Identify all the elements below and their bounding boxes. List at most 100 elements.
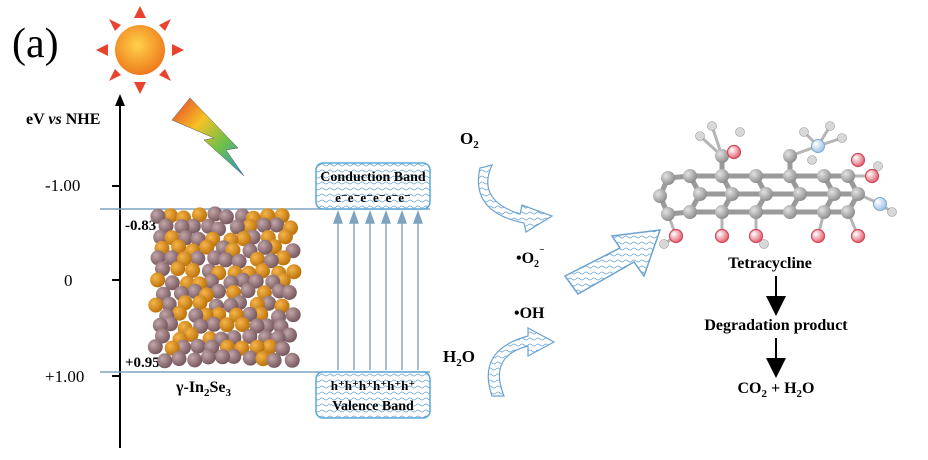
carbon-atom [783, 205, 797, 219]
nitrogen-atom [873, 197, 887, 211]
degradation-label: Degradation product [704, 317, 848, 334]
energy-axis-arrow-icon [115, 94, 125, 106]
carbon-atom [683, 205, 697, 219]
crystal-atom [256, 217, 272, 233]
conduction-band-box [315, 162, 431, 210]
carbon-atom [759, 187, 773, 201]
cb-potential: -0.83 [125, 218, 156, 234]
oxygen-atom [726, 144, 742, 160]
carbon-atom [841, 169, 855, 183]
hydrogen-atom [735, 127, 745, 137]
crystal-atom [275, 250, 291, 266]
crystal-atom [190, 250, 206, 266]
tick-label: -1.00 [45, 176, 80, 195]
crystal-atom [157, 353, 173, 369]
oxygen-atom [850, 152, 866, 168]
crystal-atom [255, 351, 271, 367]
crystal-atom [286, 264, 302, 280]
crystal-atom [190, 338, 206, 354]
oxygen-atom [668, 228, 684, 244]
carbon-atom [693, 187, 707, 201]
tick-label: 0 [64, 271, 73, 290]
crystal-atom [275, 341, 290, 357]
tick-label: +1.00 [45, 367, 84, 386]
crystal-atom [207, 206, 223, 222]
crystal-atom [281, 285, 297, 300]
crystal-atom [176, 339, 191, 355]
carbon-atom [841, 205, 855, 219]
oxygen-atom [714, 228, 730, 244]
oxygen-atom [850, 228, 866, 244]
crystal-atom [158, 218, 174, 234]
hydrogen-atom [873, 161, 883, 171]
crystal-atom [231, 253, 247, 269]
excitation-arrow-head [333, 209, 343, 224]
hydrogen-atom [707, 121, 717, 131]
crystal-atom [155, 328, 170, 344]
wide-arrow-icon [563, 229, 662, 295]
crystal-atom [263, 253, 279, 269]
hydrogen-atom [825, 121, 835, 131]
excitation-arrows [333, 209, 423, 370]
crystal-atom [249, 339, 265, 355]
final-products-label: CO2 + H2O [737, 380, 814, 400]
tetracycline-label: Tetracycline [728, 255, 812, 272]
holes-label: h⁺h⁺h⁺h⁺h⁺h⁺ [331, 378, 416, 393]
crystal-atom [226, 349, 242, 364]
crystal-atom [253, 306, 269, 322]
lightning-icon [171, 97, 245, 177]
crystal-atom [161, 296, 177, 312]
crystal-atom [269, 217, 285, 233]
crystal-atom [249, 251, 265, 267]
nitrogen-atom [811, 139, 825, 153]
carbon-atom [827, 187, 841, 201]
carbon-atom [715, 205, 729, 219]
crystal-atom [261, 295, 277, 311]
carbon-atom [749, 169, 763, 183]
crystal-atom [242, 350, 258, 366]
carbon-atom [661, 171, 675, 185]
hydrogen-atom [887, 207, 897, 217]
carbon-atom [683, 169, 697, 183]
carbon-atom [661, 207, 675, 221]
molecule-icon [653, 121, 897, 249]
carbon-atom [653, 189, 667, 203]
crystal-atom [218, 252, 234, 268]
crystal-atom [187, 352, 203, 368]
crystal-atom [172, 305, 187, 321]
crystal-structure [147, 206, 302, 369]
crystal-atom [192, 295, 208, 311]
hydrogen-atom [837, 133, 847, 143]
excitation-arrow-head [349, 209, 359, 224]
crystal-atom [153, 229, 169, 245]
crystal-atom [185, 218, 201, 234]
crystal-atom [284, 352, 300, 368]
crystal-atom [219, 317, 235, 333]
carbon-atom [725, 187, 739, 201]
crystal-atom [229, 219, 245, 235]
crystal-atom [185, 262, 201, 278]
crystal-atom [206, 316, 222, 332]
superoxide-label: •O2⁻ [516, 246, 545, 270]
valence-band-box [315, 371, 431, 419]
hydrogen-atom [799, 127, 809, 137]
excitation-arrow-head [397, 209, 407, 224]
excitation-arrow-head [381, 209, 391, 224]
carbon-atom [851, 187, 865, 201]
crystal-atom [171, 239, 187, 255]
crystal-atom [187, 283, 203, 299]
carbon-atom [715, 169, 729, 183]
vb-potential: +0.95 [125, 355, 160, 371]
crystal-atom [192, 207, 207, 223]
hydrogen-atom [659, 239, 669, 249]
crystal-atom [218, 209, 234, 225]
water-label: H2O [443, 347, 475, 369]
crystal-atom [240, 283, 256, 299]
electrons-label: e⁻e⁻e⁻e⁻e⁻e⁻ [335, 190, 411, 205]
curved-arrow-icon [487, 326, 556, 397]
crystal-atom [211, 283, 226, 299]
crystal-atom [277, 229, 293, 245]
crystal-atom [236, 231, 251, 247]
oxygen-atom [864, 168, 880, 184]
